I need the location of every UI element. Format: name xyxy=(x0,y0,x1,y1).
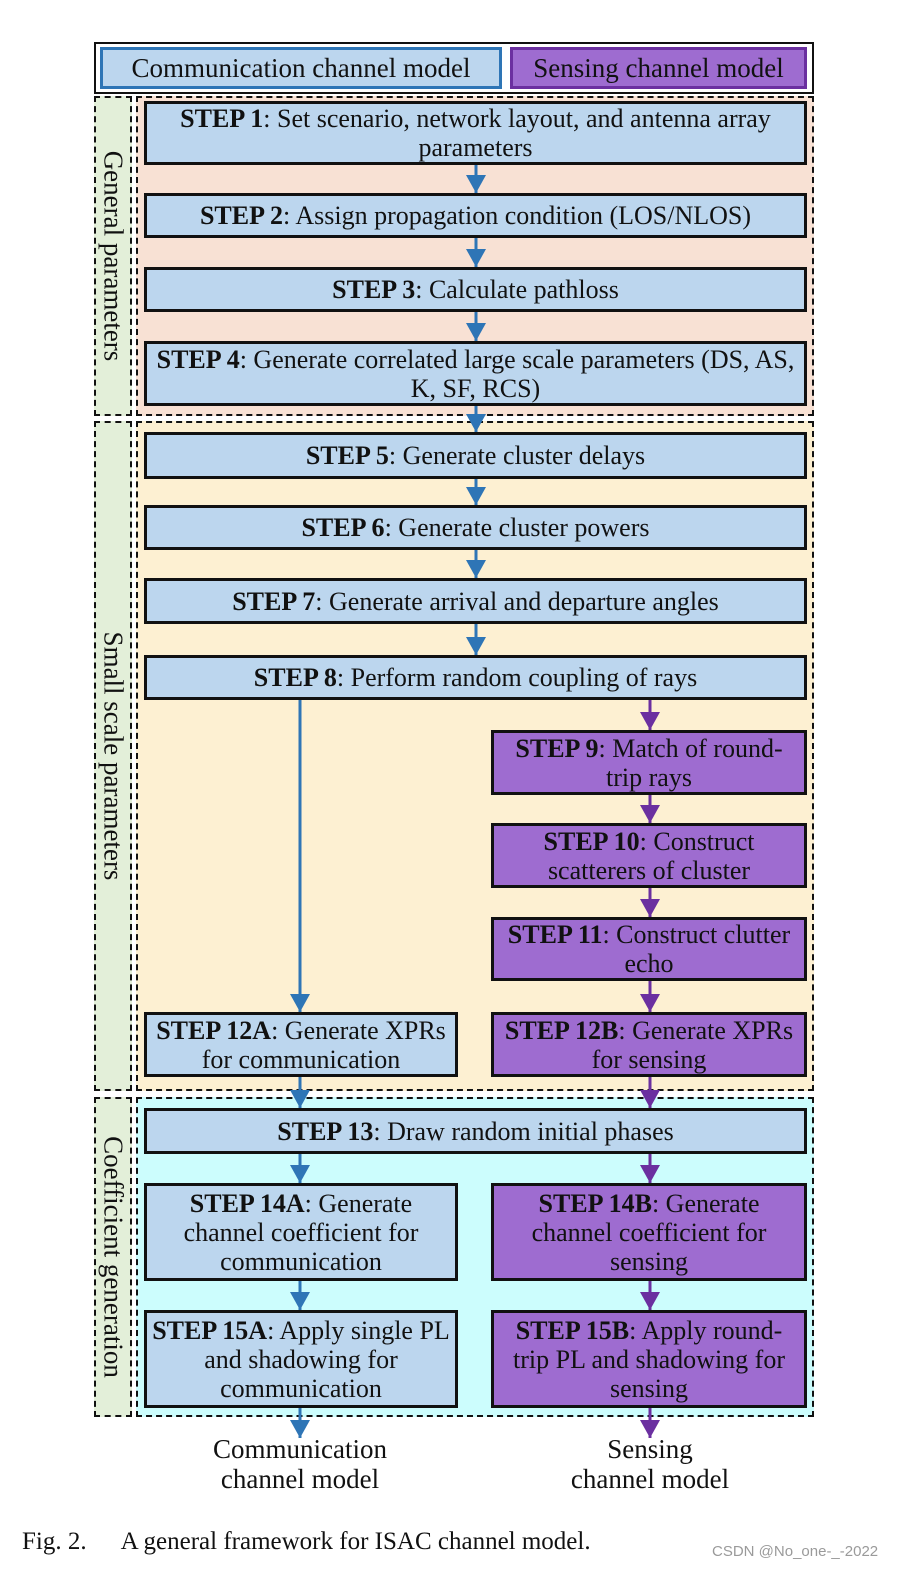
output-sensing: Sensing channel model xyxy=(500,1434,800,1494)
step-5-text: : Generate cluster delays xyxy=(388,441,646,470)
step-4-label: STEP 4 xyxy=(156,344,240,374)
step-7: STEP 7: Generate arrival and departure a… xyxy=(144,578,807,624)
step-14b: STEP 14B: Generate channel coefficient f… xyxy=(491,1183,807,1281)
step-15b-label: STEP 15B xyxy=(515,1315,630,1345)
legend-sensing: Sensing channel model xyxy=(510,47,807,89)
step-13: STEP 13: Draw random initial phases xyxy=(144,1108,807,1154)
step-4-text: : Generate correlated large scale parame… xyxy=(239,344,795,403)
output-communication-line2: channel model xyxy=(220,1464,380,1494)
step-7-text: : Generate arrival and departure angles xyxy=(315,586,719,616)
step-15a-label: STEP 15A xyxy=(152,1315,268,1345)
step-8-text: : Perform random coupling of rays xyxy=(336,663,698,692)
step-8: STEP 8: Perform random coupling of rays xyxy=(144,655,807,700)
output-communication: Communication channel model xyxy=(150,1434,450,1494)
output-communication-line1: Communication xyxy=(213,1434,387,1464)
side-small-scale-parameters: Small scale parameters xyxy=(94,421,132,1091)
step-15a-text: : Apply single PL and shadowing for comm… xyxy=(204,1315,450,1403)
step-9-label: STEP 9 xyxy=(515,733,599,763)
step-12b-label: STEP 12B xyxy=(504,1015,619,1045)
step-10: STEP 10: Construct scatterers of cluster xyxy=(491,823,807,888)
step-1-text: : Set scenario, network layout, and ante… xyxy=(263,104,771,162)
step-6: STEP 6: Generate cluster powers xyxy=(144,505,807,550)
step-14b-text: : Generate channel coefficient for sensi… xyxy=(531,1188,767,1276)
step-5-label: STEP 5 xyxy=(305,441,389,470)
figure-caption: Fig. 2. A general framework for ISAC chan… xyxy=(22,1528,722,1556)
step-11-text: : Construct clutter echo xyxy=(602,920,791,978)
step-1-label: STEP 1 xyxy=(180,104,264,133)
step-5: STEP 5: Generate cluster delays xyxy=(144,432,807,479)
step-8-label: STEP 8 xyxy=(253,663,337,692)
step-12b-text: : Generate XPRs for sensing xyxy=(591,1015,794,1074)
step-13-text: : Draw random initial phases xyxy=(373,1116,674,1146)
step-3: STEP 3: Calculate pathloss xyxy=(144,267,807,312)
step-2-text: : Assign propagation condition (LOS/NLOS… xyxy=(283,201,752,230)
step-14a: STEP 14A: Generate channel coefficient f… xyxy=(144,1183,458,1281)
step-15b: STEP 15B: Apply round-trip PL and shadow… xyxy=(491,1310,807,1408)
step-2-label: STEP 2 xyxy=(199,201,284,230)
step-12a-text: : Generate XPRs for communication xyxy=(201,1015,446,1074)
step-10-text: : Construct scatterers of cluster xyxy=(547,826,755,885)
step-12a-label: STEP 12A xyxy=(156,1015,272,1045)
output-sensing-line1: Sensing xyxy=(607,1434,693,1464)
step-15b-text: : Apply round-trip PL and shadowing for … xyxy=(513,1315,785,1403)
side-coefficient-generation: Coefficient generation xyxy=(94,1097,132,1417)
step-7-label: STEP 7 xyxy=(232,586,316,616)
step-3-label: STEP 3 xyxy=(332,275,416,304)
step-14a-text: : Generate channel coefficient for commu… xyxy=(183,1188,419,1276)
step-14a-label: STEP 14A xyxy=(189,1188,305,1218)
step-2: STEP 2: Assign propagation condition (LO… xyxy=(144,193,807,238)
step-4: STEP 4: Generate correlated large scale … xyxy=(144,341,807,406)
caption-text: A general framework for ISAC channel mod… xyxy=(120,1528,591,1555)
step-1: STEP 1: Set scenario, network layout, an… xyxy=(144,101,807,165)
step-6-text: : Generate cluster powers xyxy=(384,513,650,542)
step-15a: STEP 15A: Apply single PL and shadowing … xyxy=(144,1310,458,1408)
step-9-text: : Match of round-trip rays xyxy=(598,733,783,792)
step-11: STEP 11: Construct clutter echo xyxy=(491,917,807,981)
step-14b-label: STEP 14B xyxy=(538,1188,652,1218)
output-sensing-line2: channel model xyxy=(570,1464,730,1494)
step-11-label: STEP 11 xyxy=(507,920,603,949)
step-12a: STEP 12A: Generate XPRs for communicatio… xyxy=(144,1012,458,1077)
caption-label: Fig. 2. xyxy=(22,1528,87,1555)
watermark: CSDN @No_one-_-2022 xyxy=(712,1543,879,1560)
step-3-text: : Calculate pathloss xyxy=(415,275,619,304)
step-9: STEP 9: Match of round-trip rays xyxy=(491,730,807,795)
side-general-parameters: General parameters xyxy=(94,96,132,416)
legend xyxy=(94,42,814,94)
step-12b: STEP 12B: Generate XPRs for sensing xyxy=(491,1012,807,1077)
step-10-label: STEP 10 xyxy=(543,826,640,856)
step-13-label: STEP 13 xyxy=(277,1116,374,1146)
step-6-label: STEP 6 xyxy=(301,513,385,542)
legend-communication: Communication channel model xyxy=(100,47,502,89)
